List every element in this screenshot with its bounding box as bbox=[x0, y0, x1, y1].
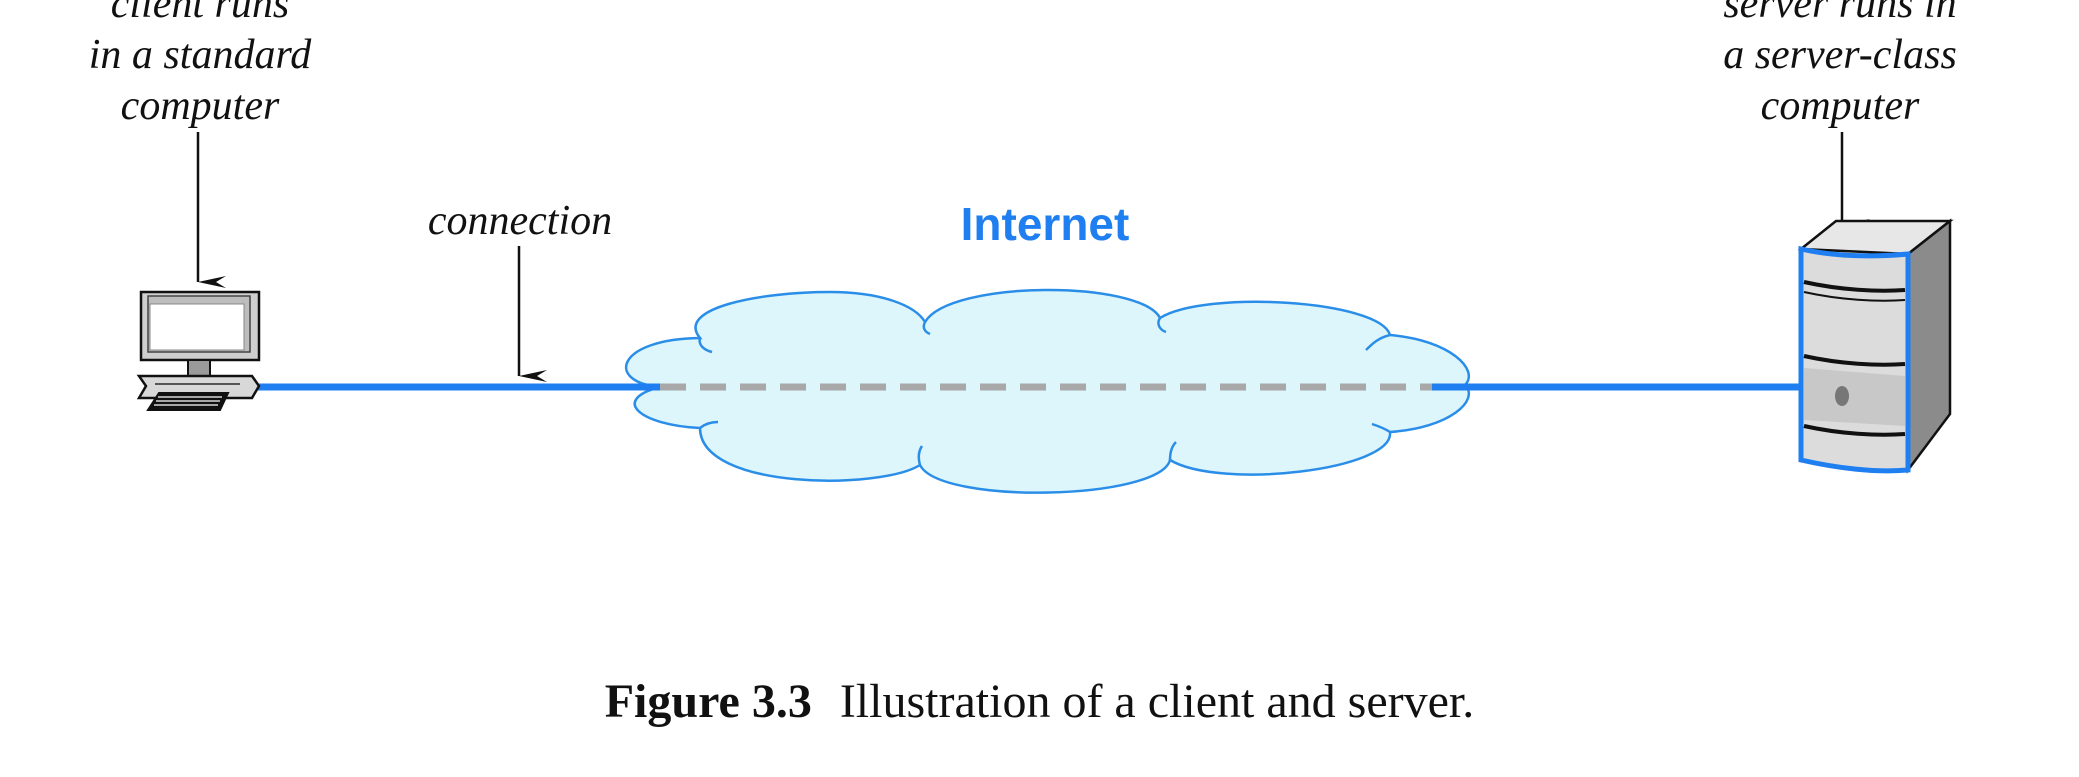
server-label: server runs in a server-class computer bbox=[1680, 0, 2000, 132]
server-label-line-2: a server-class bbox=[1723, 32, 1957, 78]
internet-label: Internet bbox=[960, 198, 1130, 250]
figure-caption: Figure 3.3 Illustration of a client and s… bbox=[0, 673, 2079, 731]
client-label-line-2: in a standard bbox=[88, 32, 312, 78]
desktop-computer-icon bbox=[136, 290, 261, 411]
server-tower-icon bbox=[1797, 218, 1954, 474]
server-label-line-3: computer bbox=[1760, 83, 1920, 129]
internet-cloud-icon bbox=[624, 288, 1471, 494]
figure-number: Figure 3.3 bbox=[604, 675, 812, 728]
server-label-line-1: server runs in bbox=[1723, 0, 1957, 27]
client-label-line-3: computer bbox=[120, 83, 280, 129]
figure-caption-text: Illustration of a client and server. bbox=[839, 675, 1475, 728]
client-label: client runs in a standard computer bbox=[40, 0, 360, 132]
client-label-line-1: client runs bbox=[110, 0, 290, 27]
connection-label: connection bbox=[427, 198, 613, 244]
